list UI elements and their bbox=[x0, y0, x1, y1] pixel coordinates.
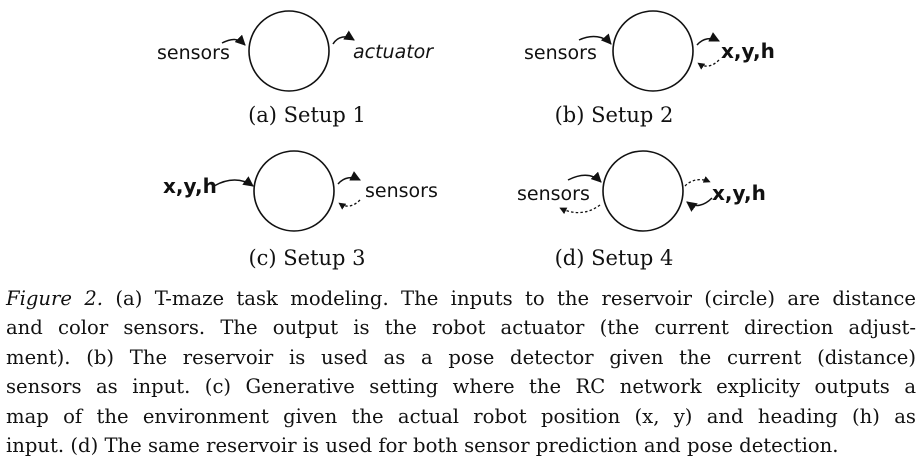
panel-b-feedback-arrow bbox=[697, 59, 720, 70]
panel-c-subcaption: (c) Setup 3 bbox=[248, 246, 365, 270]
panel-a: sensors actuator (a) Setup 1 bbox=[157, 10, 434, 127]
panel-a-left-label: sensors bbox=[157, 42, 230, 64]
figure-caption: Figure 2. (a) T-maze task modeling. The … bbox=[6, 284, 916, 460]
panel-b-output-arrow bbox=[696, 32, 720, 46]
panel-a-right-label: actuator bbox=[353, 41, 434, 63]
figure-diagrams: sensors actuator (a) Setup 1 sensors x,y… bbox=[157, 10, 775, 270]
panel-d: sensors x,y,h (d) Setup 4 bbox=[517, 150, 766, 270]
panel-b-right-label: x,y,h bbox=[721, 39, 775, 63]
caption-line: and color sensors. The output is the rob… bbox=[6, 316, 916, 340]
panel-c-right-label: sensors bbox=[365, 180, 438, 202]
caption-line: Figure 2. (a) T-maze task modeling. The … bbox=[6, 284, 916, 313]
panel-c: x,y,h sensors (c) Setup 3 bbox=[163, 150, 438, 270]
panel-b: sensors x,y,h (b) Setup 2 bbox=[524, 10, 775, 127]
panel-d-right-label: x,y,h bbox=[712, 181, 766, 205]
panel-d-subcaption: (d) Setup 4 bbox=[555, 246, 674, 270]
panel-b-subcaption: (b) Setup 2 bbox=[555, 103, 674, 127]
panel-b-left-label: sensors bbox=[524, 42, 597, 64]
panel-c-feedback-arrow bbox=[338, 199, 361, 210]
panel-b-reservoir-circle bbox=[612, 10, 694, 92]
panel-c-output-arrow bbox=[337, 171, 361, 185]
caption-figure-label: Figure 2. bbox=[6, 287, 104, 310]
panel-d-input-arrow bbox=[567, 171, 602, 183]
panel-d-pose-input-arrow bbox=[686, 197, 713, 212]
caption-line-text: (a) T-maze task modeling. The inputs to … bbox=[115, 287, 916, 310]
panel-c-left-label: x,y,h bbox=[163, 174, 217, 198]
panel-a-output-arrow bbox=[332, 30, 355, 45]
caption-line: input. (d) The same reservoir is used fo… bbox=[6, 434, 839, 458]
panel-d-pose-output-arrow bbox=[684, 176, 711, 187]
caption-line: ment). (b) The reservoir is used as a po… bbox=[6, 345, 916, 369]
panel-a-input-arrow bbox=[221, 34, 246, 46]
caption-line: map of the environment given the actual … bbox=[6, 404, 916, 428]
panel-d-reservoir-circle bbox=[602, 150, 684, 232]
panel-d-left-label: sensors bbox=[517, 183, 590, 205]
panel-c-input-arrow bbox=[213, 176, 254, 187]
panel-a-subcaption: (a) Setup 1 bbox=[248, 103, 366, 127]
panel-c-reservoir-circle bbox=[253, 150, 335, 232]
panel-d-sensor-feedback-arrow bbox=[559, 204, 601, 215]
panel-a-reservoir-circle bbox=[248, 10, 330, 92]
panel-b-input-arrow bbox=[578, 33, 612, 45]
caption-line: sensors as input. (c) Generative setting… bbox=[6, 375, 916, 399]
